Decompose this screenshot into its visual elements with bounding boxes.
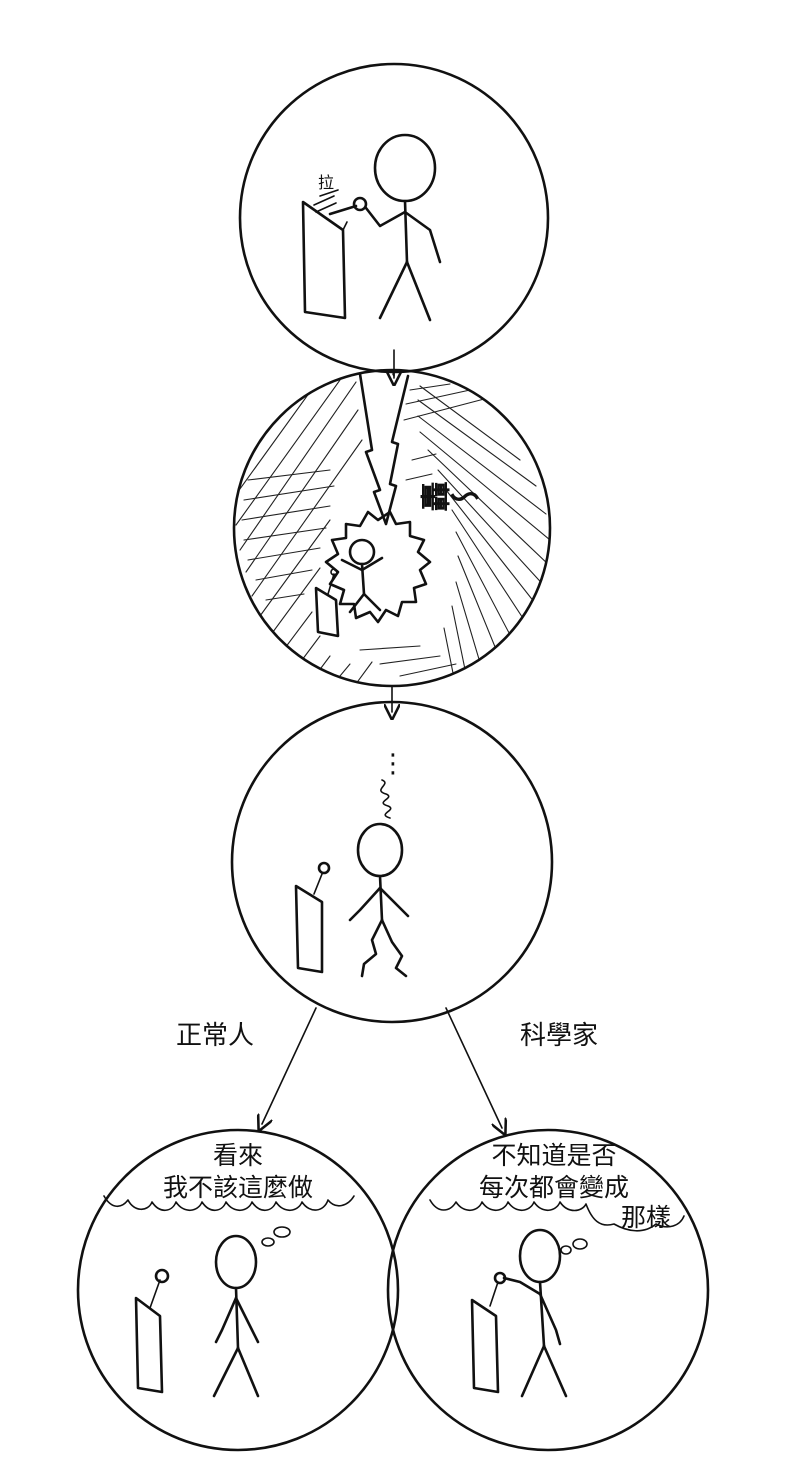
shocked-figure: [340, 538, 384, 614]
impact-burst: [324, 510, 432, 624]
stick-figure: [364, 133, 442, 322]
thought-line-1: 看來: [213, 1141, 263, 1170]
thought-cloud-edge: [429, 1199, 685, 1232]
podium: [301, 200, 347, 320]
panel-4-border: [76, 1128, 400, 1452]
arrow-to-normal: [262, 1007, 317, 1124]
lightning-bolt: [358, 372, 410, 526]
panel-2-border: [232, 368, 552, 688]
thought-cloud-edge: [103, 1195, 355, 1212]
panel-1-pull-switch: 拉: [238, 62, 550, 374]
arrow-to-scientist: [445, 1007, 502, 1128]
panel-5-border: [386, 1128, 710, 1452]
podium: [134, 1296, 164, 1394]
podium: [294, 884, 324, 974]
panel-2-lightning: 轟～: [232, 368, 552, 688]
sound-pull-text: 拉: [318, 173, 334, 192]
smoke-squiggle: [380, 779, 392, 819]
panel-3-border: [230, 700, 554, 1024]
sound-boom-text: 轟～: [420, 482, 480, 518]
panel-3-dazed: ⋮: [230, 700, 554, 1024]
thought-line-3: 那樣: [621, 1203, 671, 1232]
thought-line-2: 我不該這麼做: [163, 1173, 313, 1202]
podium: [470, 1298, 500, 1394]
ellipsis-text: ⋮: [380, 749, 406, 779]
dazed-figure: [348, 822, 410, 978]
dark-hatching: [234, 377, 550, 686]
branch-label-scientist: 科學家: [520, 1021, 598, 1051]
lever: [328, 204, 358, 216]
stick-figure: [212, 1234, 260, 1398]
thought-line-1: 不知道是否: [491, 1141, 616, 1170]
panel-5-scientist: 不知道是否 每次都會變成 那樣: [386, 1128, 710, 1452]
branch-label-normal: 正常人: [176, 1021, 254, 1051]
thought-line-2: 每次都會變成: [479, 1173, 629, 1202]
scientist-figure: [502, 1228, 568, 1398]
panel-4-normal-person: 看來 我不該這麼做: [76, 1128, 400, 1452]
